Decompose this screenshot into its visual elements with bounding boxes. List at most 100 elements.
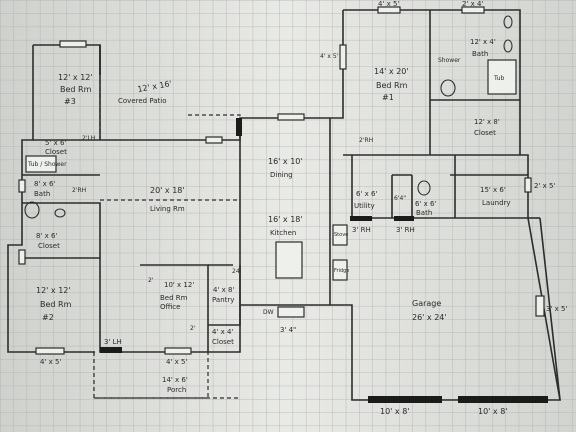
label-door-24: 24' xyxy=(232,268,242,275)
sink-master-b xyxy=(503,39,513,53)
label-closet3-dims: 4' x 4' xyxy=(212,328,233,336)
label-door-2-left: 2' xyxy=(148,277,154,284)
label-closet-left-name: Closet xyxy=(45,148,67,156)
window-master-bath xyxy=(461,6,485,14)
label-rh-left: 2'RH xyxy=(72,187,86,194)
label-laundry-name: Laundry xyxy=(482,199,511,207)
toilet-left xyxy=(24,201,40,219)
sink-counter xyxy=(277,306,305,318)
label-office-name2: Office xyxy=(160,303,180,311)
label-dw: DW xyxy=(263,309,274,316)
door-patio xyxy=(236,118,242,136)
label-laundry-dims: 15' x 6' xyxy=(480,186,506,194)
label-door-2rh: 2'RH xyxy=(359,137,373,144)
sink-master-a xyxy=(503,15,513,29)
window-porch xyxy=(164,347,192,355)
label-master-bath-dims: 12' x 4' xyxy=(470,38,496,46)
label-living-dims: 20' x 18' xyxy=(150,186,185,195)
label-bedroom3-num: #3 xyxy=(64,97,76,106)
window-bedroom2-side xyxy=(18,249,26,265)
garage-door-right xyxy=(458,396,548,403)
window-bedroom3-top xyxy=(59,40,87,48)
label-patio-name: Covered Patio xyxy=(118,97,167,105)
door-3rh-utility xyxy=(350,216,372,221)
window-laundry xyxy=(524,177,532,193)
label-dining-dims: 16' x 10' xyxy=(268,157,303,166)
label-master-bath-name: Bath xyxy=(472,50,488,58)
label-master-num: #1 xyxy=(382,93,394,102)
label-pantry-name: Pantry xyxy=(212,296,234,304)
label-window-porch: 4' x 5' xyxy=(166,358,187,366)
label-small-bath-dims: 6' x 6' xyxy=(415,200,436,208)
sink-left xyxy=(54,208,66,218)
room-labels: 12' x 12' Bed Rm #3 12' x 16' Covered Pa… xyxy=(27,0,567,416)
label-door-3rh-b: 3' RH xyxy=(396,226,415,234)
window-garage xyxy=(535,295,545,317)
label-stove: Stove xyxy=(334,232,348,238)
label-pantry-dims: 4' x 8' xyxy=(213,286,234,294)
label-window-bottom-left: 4' x 5' xyxy=(40,358,61,366)
label-porch-name: Porch xyxy=(167,386,186,394)
label-master-window-top: 4' x 5' xyxy=(378,0,399,8)
label-closet-left-dims: 5' x 6' xyxy=(45,139,66,147)
label-closet3-name: Closet xyxy=(212,338,234,346)
label-utility-dims: 6' x 6' xyxy=(356,190,377,198)
label-lh-left: 2'LH xyxy=(82,135,95,142)
label-living-name: Living Rm xyxy=(150,205,185,213)
label-bedroom3-dims: 12' x 12' xyxy=(58,73,93,82)
label-door-6-4: 6'4" xyxy=(394,195,406,202)
window-master-side xyxy=(339,44,347,70)
garage-door-left xyxy=(368,396,442,403)
label-garage-dims: 26' x 24' xyxy=(412,313,447,322)
dashed-outlines xyxy=(93,80,241,399)
label-closet2-dims: 8' x 6' xyxy=(36,232,57,240)
label-bedroom2-num: #2 xyxy=(42,313,54,322)
window-dining xyxy=(205,136,223,144)
label-bath-left-name: Bath xyxy=(34,190,50,198)
label-closet2-name: Closet xyxy=(38,242,60,250)
toilet-small-bath xyxy=(417,180,431,196)
toilets xyxy=(24,15,513,219)
window-bottom-left xyxy=(35,347,65,355)
label-window-garage: 3' x 5' xyxy=(546,305,567,313)
label-porch-dims: 14' x 6' xyxy=(162,376,188,384)
label-office-name1: Bed Rm xyxy=(160,294,188,302)
label-master-window-side: 4' x 5' xyxy=(320,53,339,60)
label-bedroom2-name: Bed Rm xyxy=(40,300,72,309)
fridge-box xyxy=(332,259,348,281)
window-patio xyxy=(277,113,305,121)
label-kitchen-dims: 16' x 18' xyxy=(268,215,303,224)
label-door-2-right: 2' xyxy=(190,325,196,332)
marker-doors xyxy=(100,118,548,403)
label-tub-shower: Tub / Shower xyxy=(27,161,67,168)
label-bath-left-dims: 8' x 6' xyxy=(34,180,55,188)
walls xyxy=(7,9,561,401)
label-door-3lh: 3' LH xyxy=(104,338,122,346)
label-fridge: Fridge xyxy=(334,268,349,274)
label-sink-dims: 3' 4" xyxy=(280,326,296,334)
window-left-bath xyxy=(18,179,26,193)
label-door-3rh-a: 3' RH xyxy=(352,226,371,234)
master-tub xyxy=(487,59,517,95)
label-utility-name: Utility xyxy=(354,202,375,210)
label-master-closet-dims: 12' x 8' xyxy=(474,118,500,126)
label-master-bath-window: 2' x 4' xyxy=(462,0,483,8)
door-3lh xyxy=(100,347,122,353)
label-garage-name: Garage xyxy=(412,299,441,308)
door-3rh-bath xyxy=(394,216,414,221)
window-master-top xyxy=(377,6,401,14)
label-tub: Tub xyxy=(493,75,505,82)
label-small-bath-name: Bath xyxy=(416,209,432,217)
label-master-closet-name: Closet xyxy=(474,129,496,137)
label-master-name: Bed Rm xyxy=(376,81,408,90)
openings xyxy=(18,6,545,355)
stove-box xyxy=(332,224,348,246)
label-dining-name: Dining xyxy=(270,171,293,179)
label-master-dims: 14' x 20' xyxy=(374,67,409,76)
kitchen-island xyxy=(275,241,303,279)
label-bedroom3-name: Bed Rm xyxy=(60,85,92,94)
label-garage-door-left: 10' x 8' xyxy=(380,407,410,416)
toilet-master xyxy=(440,79,456,97)
